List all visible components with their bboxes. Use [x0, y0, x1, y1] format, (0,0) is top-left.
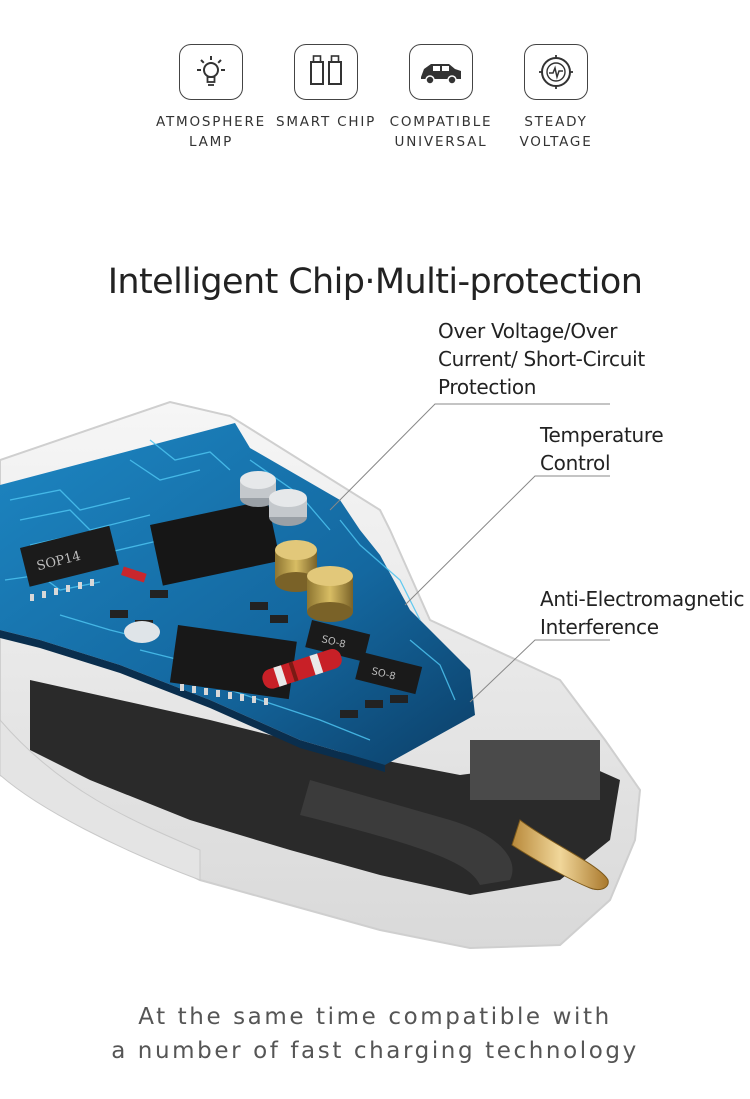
headline: Intelligent Chip·Multi-protection — [107, 262, 643, 302]
feature-label: STEADY VOLTAGE — [519, 114, 593, 150]
feature-label: COMPATIBLE UNIVERSAL — [389, 114, 493, 150]
feature-label: SMART CHIP — [275, 114, 377, 130]
callout-line: Temperature — [540, 423, 664, 447]
pcb-board — [0, 423, 475, 765]
spring-cylinder — [300, 780, 513, 885]
gold-tip-pin — [511, 819, 609, 891]
callout-line: Protection — [438, 375, 537, 399]
callout-line: Interference — [540, 615, 659, 639]
feature-label: ATMOSPHERE LAMP — [155, 114, 266, 150]
footer-tagline: At the same time compatible with a numbe… — [0, 1000, 750, 1068]
footer-line: At the same time compatible with — [138, 1004, 612, 1030]
bulb-icon — [179, 44, 243, 100]
voltage-gauge-icon — [524, 44, 588, 100]
callout-over-voltage: Over Voltage/Over Current/ Short-Circuit… — [438, 317, 645, 401]
chip-main-controller — [150, 500, 281, 586]
capacitor-gold-1 — [275, 540, 317, 592]
chip-sop14: SOP14 — [19, 525, 119, 587]
callout-temperature-control: Temperature Control — [540, 421, 664, 477]
feature-steady-voltage: STEADY VOLTAGE — [491, 44, 621, 152]
capacitor-silver-2 — [269, 489, 307, 526]
red-diode-small — [121, 566, 147, 583]
callout-line: Over Voltage/Over — [438, 319, 618, 343]
capacitor-silver-1 — [240, 471, 276, 507]
capacitor-small-white — [124, 621, 160, 643]
shell-rim — [0, 719, 201, 881]
ic-pins — [30, 579, 268, 705]
callout-leader-lines — [329, 403, 610, 703]
leader-temperature — [404, 475, 610, 606]
chip-so8-b: SO-8 — [355, 652, 423, 695]
feature-row: ATMOSPHERE LAMP SMART CHIP COMPATIBLE UN… — [0, 44, 750, 164]
feature-smart-chip: SMART CHIP — [261, 44, 391, 132]
pcb-edge — [0, 630, 385, 772]
leader-anti-emi — [469, 639, 610, 703]
car-icon — [409, 44, 473, 100]
footer-line: a number of fast charging technology — [111, 1038, 639, 1064]
callout-line: Anti-Electromagnetic — [540, 587, 745, 611]
feature-atmosphere-lamp: ATMOSPHERE LAMP — [146, 44, 276, 152]
callout-line: Current/ Short-Circuit — [438, 347, 645, 371]
callout-line: Control — [540, 451, 611, 475]
red-resistor — [262, 649, 342, 689]
feature-compatible-universal: COMPATIBLE UNIVERSAL — [376, 44, 506, 152]
callout-anti-emi: Anti-Electromagnetic Interference — [540, 585, 744, 641]
metal-contact — [470, 740, 600, 800]
capacitor-gold-2 — [307, 566, 353, 622]
charger-cutaway-illustration: SOP14 SO-8 SO-8 — [0, 400, 642, 950]
usb-ports-icon — [294, 44, 358, 100]
leader-over-voltage — [329, 403, 610, 511]
chip-so8-a: SO-8 — [305, 620, 371, 662]
